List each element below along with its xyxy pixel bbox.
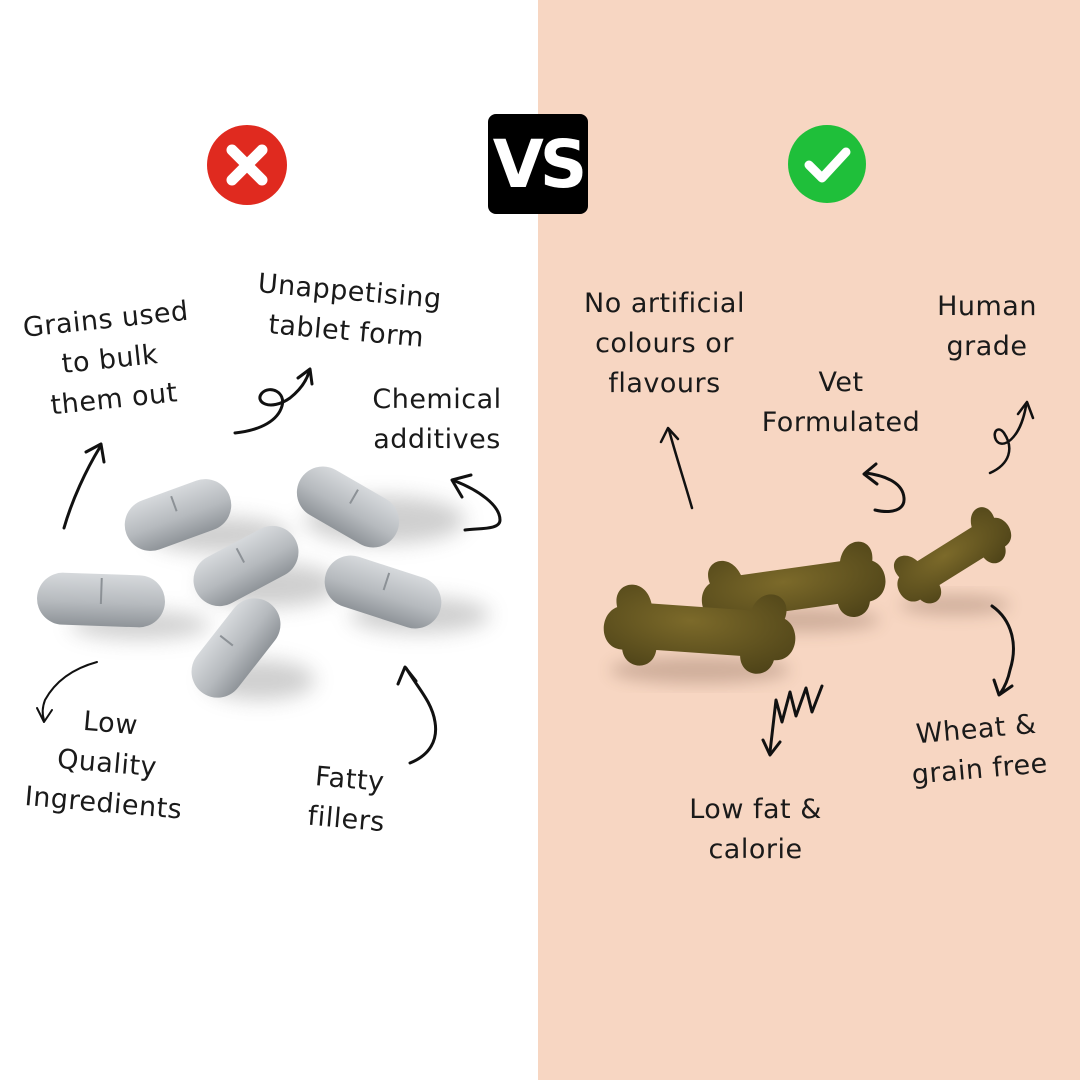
arrow-icon (659, 426, 694, 510)
arrow-icon (233, 367, 314, 435)
arrow-icon (450, 473, 502, 532)
treat (701, 541, 886, 634)
treat (603, 584, 796, 674)
arrow-icon (862, 462, 906, 513)
vs-badge: VS (488, 114, 588, 214)
pill (191, 598, 281, 698)
label-grains: Grains used to bulk them out (21, 295, 191, 422)
check-icon (788, 125, 866, 203)
arrow-icon (62, 442, 106, 530)
label-fatty: Fatty fillers (306, 761, 387, 839)
label-vet: Vet Formulated (761, 367, 921, 438)
label-wheat: Wheat & grain free (910, 708, 1049, 791)
label-low-fat: Low fat & calorie (689, 794, 822, 865)
pill (37, 572, 165, 628)
label-no-artificial: No artificial colours or flavours (584, 288, 745, 399)
arrow-icon (761, 684, 824, 757)
label-chemical: Chemical additives (372, 384, 502, 455)
pill (124, 479, 232, 551)
pill (324, 555, 442, 629)
arrow-icon (988, 400, 1035, 475)
label-low-quality: Low Quality Ingredients (23, 705, 184, 826)
arrow-icon (36, 661, 98, 723)
label-human-grade: Human grade (937, 291, 1037, 362)
cross-icon (207, 125, 287, 205)
pill (296, 466, 400, 548)
arrow-icon (396, 665, 438, 765)
pill (193, 525, 299, 607)
treat (893, 507, 1012, 604)
arrow-icon (990, 604, 1015, 697)
